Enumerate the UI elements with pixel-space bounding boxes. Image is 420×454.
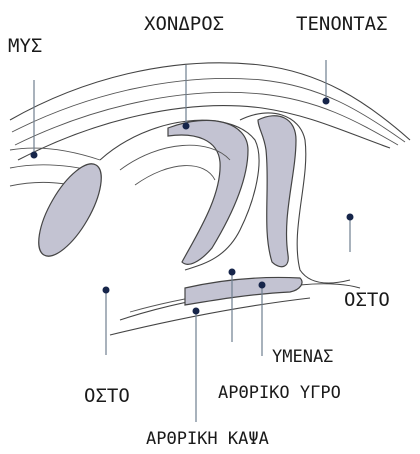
cartilage-upper: [168, 120, 248, 264]
cartilage-marker: [183, 123, 190, 130]
right-bone: [240, 113, 350, 283]
cartilage-right: [258, 116, 296, 267]
bone-left-marker: [103, 287, 110, 294]
muscle-marker: [31, 152, 38, 159]
tendon-layers: [10, 63, 410, 160]
membrane-marker: [259, 282, 266, 289]
tendon-marker: [323, 98, 330, 105]
label-bone-right: ΟΣΤΟ: [344, 289, 390, 311]
label-capsule: ΑΡΘΡΙΚΗ ΚΑΨΑ: [146, 429, 269, 449]
bone-right-marker: [347, 214, 354, 221]
capsule-marker: [193, 308, 200, 315]
capsule-layers: [110, 277, 360, 335]
label-cartilage: ΧΟΝΔΡΟΣ: [144, 13, 224, 35]
leader-lines: [34, 60, 350, 422]
muscle-belly: [27, 155, 114, 265]
fluid-marker: [229, 269, 236, 276]
label-fluid: ΑΡΘΡΙΚΟ ΥΓΡΟ: [218, 383, 341, 403]
label-membrane: ΥΜΕΝΑΣ: [272, 347, 333, 367]
upper-bone: [100, 120, 259, 270]
label-muscle: ΜΥΣ: [8, 35, 42, 57]
label-tendon: ΤΕΝΟΝΤΑΣ: [296, 13, 388, 35]
label-bone-left: ΟΣΤΟ: [84, 385, 130, 407]
